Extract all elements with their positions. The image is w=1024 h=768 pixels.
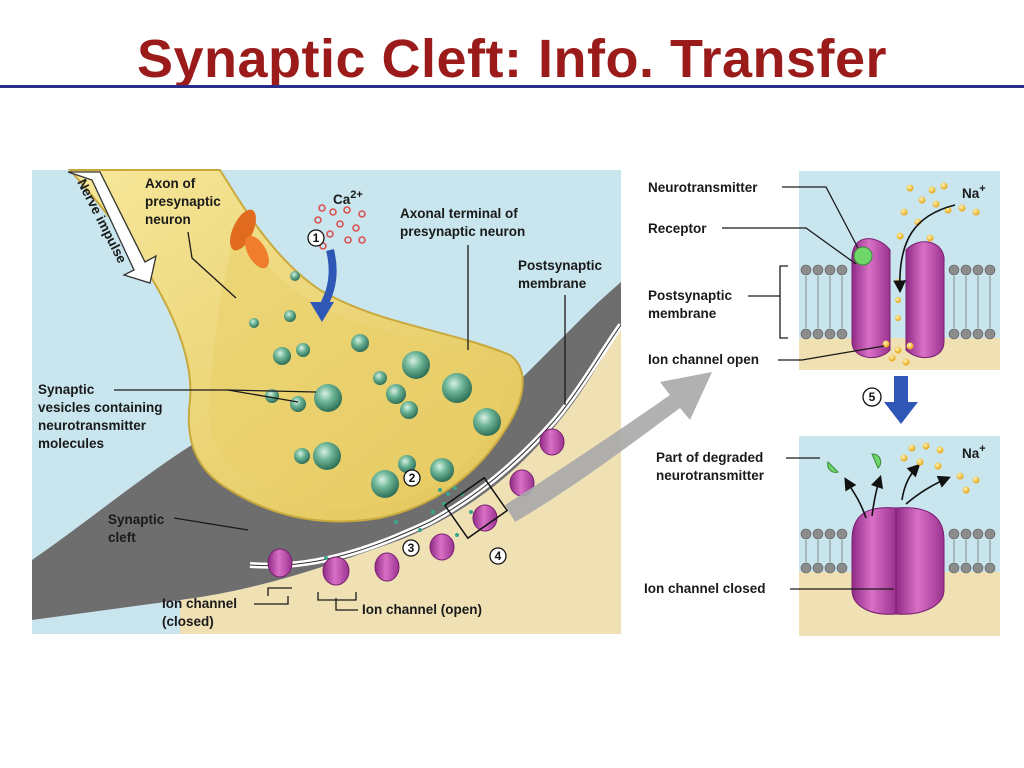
lipid-bilayer-top bbox=[800, 264, 996, 340]
open-ion-channel bbox=[851, 238, 945, 358]
mitochondria bbox=[230, 209, 269, 269]
callout-box bbox=[443, 476, 509, 540]
sodium-label-bottom: Na+ bbox=[962, 443, 986, 461]
postsynaptic-neuron bbox=[180, 330, 621, 634]
vesicles-label: Synaptic vesicles containing neurotransm… bbox=[38, 382, 166, 451]
svg-text:3: 3 bbox=[408, 541, 415, 555]
postsynaptic-membrane-right-label: Postsynaptic membrane bbox=[648, 288, 736, 321]
svg-text:1: 1 bbox=[313, 231, 320, 245]
degraded-neurotransmitter-label: Part of degraded neurotransmitter bbox=[656, 450, 767, 483]
sodium-label-top: Na+ bbox=[962, 183, 986, 201]
release-arrows bbox=[844, 463, 951, 519]
degraded-neurotransmitter bbox=[827, 453, 882, 473]
lipid-bilayer-bottom bbox=[800, 528, 996, 574]
axon-label: Axon of presynaptic neuron bbox=[145, 176, 225, 227]
ion-channel-open-right-label: Ion channel open bbox=[648, 352, 759, 367]
sodium-ions-top bbox=[882, 182, 980, 366]
closed-ion-channel bbox=[851, 507, 945, 615]
calcium-ions bbox=[314, 204, 366, 250]
right-top-panel: Na+ bbox=[779, 171, 1000, 370]
svg-text:2: 2 bbox=[409, 471, 416, 485]
receptor-label: Receptor bbox=[648, 221, 707, 236]
sodium-ions-bottom bbox=[900, 442, 980, 494]
left-panel: Nerve impulse bbox=[32, 169, 712, 634]
ion-channel-closed-label: Ion channel (closed) bbox=[162, 596, 241, 629]
axonal-terminal-label: Axonal terminal of presynaptic neuron bbox=[400, 206, 525, 239]
calcium-label: Ca2+ bbox=[333, 189, 363, 207]
slide-title: Synaptic Cleft: Info. Transfer bbox=[136, 29, 888, 89]
neurotransmitter-label: Neurotransmitter bbox=[648, 180, 758, 195]
synaptic-cleft-band bbox=[32, 282, 621, 620]
title-rule bbox=[0, 85, 1024, 88]
postsynaptic-membrane-label: Postsynaptic membrane bbox=[518, 258, 606, 291]
synaptic-cleft-label: Synaptic cleft bbox=[108, 512, 168, 545]
step-markers: 1 2 3 4 bbox=[307, 229, 507, 565]
svg-text:4: 4 bbox=[495, 549, 502, 563]
step-5: 5 bbox=[862, 376, 918, 424]
right-bottom-panel: Na+ bbox=[799, 436, 1000, 636]
zoom-arrow bbox=[505, 372, 712, 522]
synaptic-vesicles bbox=[249, 271, 501, 498]
svg-text:5: 5 bbox=[869, 390, 876, 404]
receptor-bound-neurotransmitter bbox=[853, 246, 873, 266]
ion-channel-closed-right-label: Ion channel closed bbox=[644, 581, 766, 596]
ion-channel-open-label: Ion channel (open) bbox=[362, 602, 482, 617]
